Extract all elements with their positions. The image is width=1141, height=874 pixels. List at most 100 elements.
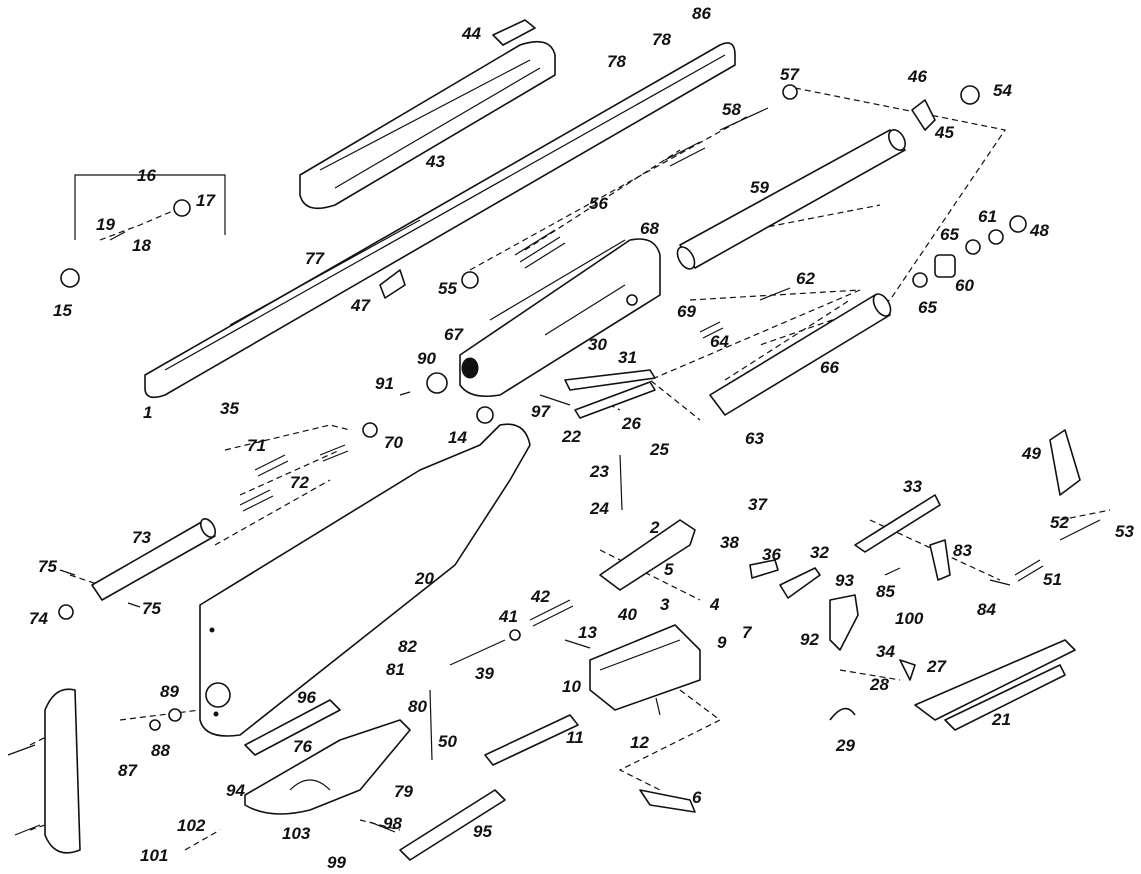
label-68: 68 <box>640 219 659 238</box>
label-79: 79 <box>394 782 413 801</box>
label-27: 27 <box>926 657 947 676</box>
label-53: 53 <box>1115 522 1134 541</box>
label-18: 18 <box>132 236 151 255</box>
label-54: 54 <box>993 81 1012 100</box>
label-98: 98 <box>383 814 402 833</box>
label-9: 9 <box>717 633 727 652</box>
label-84: 84 <box>977 600 996 619</box>
pins <box>7 107 1101 836</box>
label-91: 91 <box>375 374 394 393</box>
trigger-plate-96 <box>244 699 341 756</box>
stock-20 <box>199 423 531 737</box>
label-78b: 78 <box>607 52 626 71</box>
label-37: 37 <box>748 495 768 514</box>
label-41: 41 <box>498 607 518 626</box>
label-75a: 75 <box>38 557 57 576</box>
label-4: 4 <box>709 595 720 614</box>
label-80: 80 <box>408 697 427 716</box>
label-81: 81 <box>386 660 405 679</box>
label-25: 25 <box>649 440 669 459</box>
label-43: 43 <box>425 152 445 171</box>
label-22: 22 <box>561 427 581 446</box>
label-94: 94 <box>226 781 245 800</box>
label-82: 82 <box>398 637 417 656</box>
rib-insert-44 <box>492 19 536 46</box>
label-93: 93 <box>835 571 854 590</box>
label-35: 35 <box>220 399 239 418</box>
spring-56b-icon <box>664 141 706 167</box>
barrel-77 <box>144 42 736 399</box>
tube-66 <box>709 293 892 416</box>
butt-pad-87 <box>44 688 81 854</box>
label-75b: 75 <box>142 599 161 618</box>
part-labels: 1 2 3 4 5 6 7 9 10 11 12 13 14 15 16 17 … <box>29 4 1134 872</box>
label-12: 12 <box>630 733 649 752</box>
label-87: 87 <box>118 761 138 780</box>
label-42: 42 <box>530 587 550 606</box>
label-50: 50 <box>438 732 457 751</box>
label-65a: 65 <box>940 225 959 244</box>
label-58: 58 <box>722 100 741 119</box>
label-6: 6 <box>692 788 702 807</box>
label-64: 64 <box>710 332 729 351</box>
label-76: 76 <box>293 737 312 756</box>
label-102: 102 <box>177 816 206 835</box>
label-2: 2 <box>649 518 660 537</box>
part-31 <box>564 369 656 391</box>
part-6 <box>639 789 696 813</box>
label-61: 61 <box>978 207 997 226</box>
label-38: 38 <box>720 533 739 552</box>
label-101: 101 <box>140 846 168 865</box>
label-78a: 78 <box>652 30 671 49</box>
magazine-tube-59 <box>676 129 906 270</box>
spring-72-icon <box>319 444 349 462</box>
label-89: 89 <box>160 682 179 701</box>
label-33: 33 <box>903 477 922 496</box>
label-23: 23 <box>589 462 609 481</box>
label-48: 48 <box>1029 221 1049 240</box>
label-71: 71 <box>247 436 266 455</box>
part-22 <box>574 381 656 419</box>
label-99: 99 <box>327 853 346 872</box>
label-24: 24 <box>589 499 609 518</box>
part-36 <box>749 559 779 579</box>
label-67: 67 <box>444 325 464 344</box>
part-29 <box>829 707 856 721</box>
label-45: 45 <box>934 123 954 142</box>
label-66: 66 <box>820 358 839 377</box>
label-29: 29 <box>835 736 855 755</box>
label-72: 72 <box>290 473 309 492</box>
label-26: 26 <box>621 414 641 433</box>
label-1: 1 <box>143 403 152 422</box>
label-39: 39 <box>475 664 494 683</box>
spring-72b-icon <box>239 489 274 512</box>
label-3: 3 <box>660 595 670 614</box>
label-20: 20 <box>414 569 434 588</box>
label-88: 88 <box>151 741 170 760</box>
label-52: 52 <box>1050 513 1069 532</box>
label-85: 85 <box>876 582 895 601</box>
bracket-16 <box>74 174 226 240</box>
part-33 <box>854 494 941 553</box>
label-36: 36 <box>762 545 781 564</box>
label-10: 10 <box>562 677 581 696</box>
label-83: 83 <box>953 541 972 560</box>
label-59: 59 <box>750 178 769 197</box>
label-63: 63 <box>745 429 764 448</box>
label-19: 19 <box>96 215 115 234</box>
label-77: 77 <box>305 249 325 268</box>
label-16: 16 <box>137 166 156 185</box>
spring-42-icon <box>529 599 574 627</box>
label-14: 14 <box>448 428 467 447</box>
bolt-2 <box>599 519 696 591</box>
carrier-10 <box>589 624 701 711</box>
label-11: 11 <box>566 728 584 747</box>
label-15: 15 <box>53 301 72 320</box>
part-27 <box>899 659 916 681</box>
label-5: 5 <box>664 560 674 579</box>
slide-21 <box>914 639 1076 731</box>
label-73: 73 <box>132 528 151 547</box>
label-34: 34 <box>876 642 895 661</box>
link-95 <box>399 789 506 861</box>
